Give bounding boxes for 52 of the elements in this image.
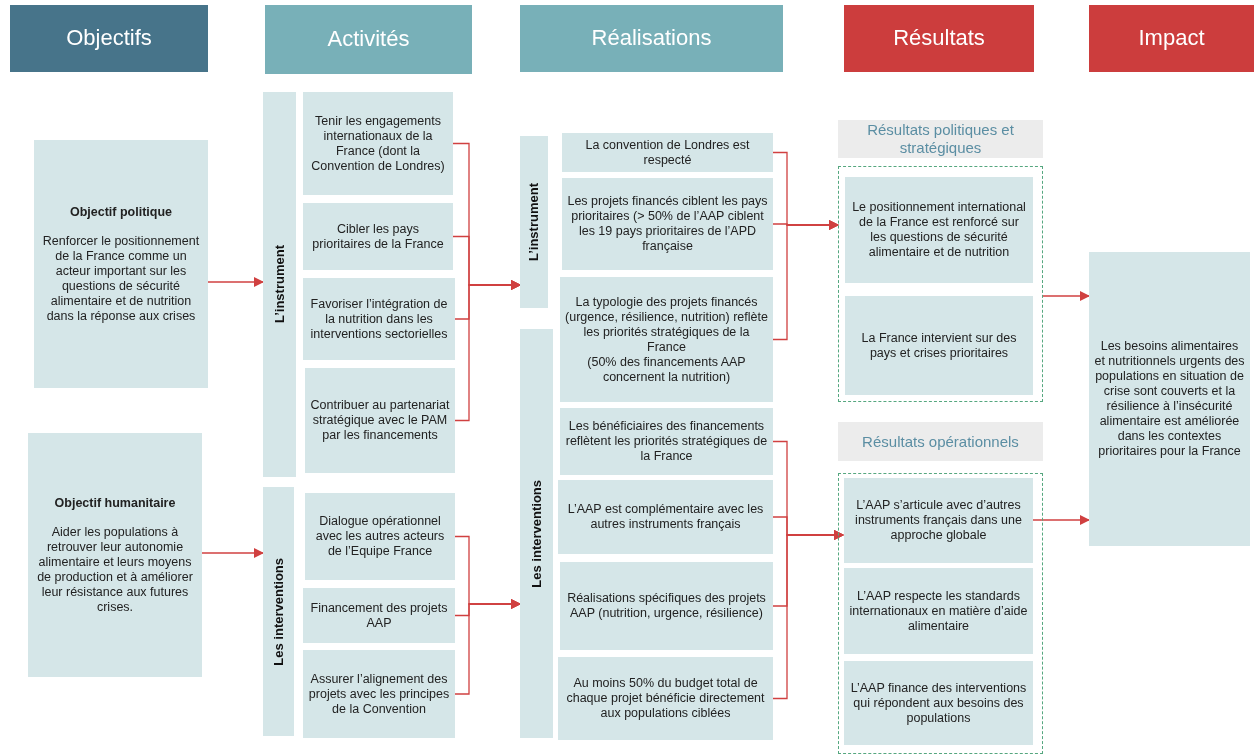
box-heading: Objectif humanitaire	[54, 495, 176, 511]
section-heading: Résultats politiques et stratégiques	[838, 120, 1043, 158]
box-text: (50% des financements AAP concernent la nutrition)	[586, 354, 747, 385]
category-bar	[263, 487, 294, 736]
category-bar	[520, 136, 548, 308]
text-box: Le positionnement international de la France est renforcé sur les questions de sécurité alimentaire et de nutrition	[845, 177, 1033, 283]
box-text: Aider les populations à retrouver leur autonomie alimentaire et leurs moyens de production et à améliorer leur résistance aux futures crises.	[36, 524, 194, 615]
text-box	[560, 277, 773, 402]
arrow	[201, 548, 264, 558]
dashed-group-box	[838, 473, 1043, 754]
box-heading: Objectif politique	[69, 204, 173, 220]
text-box: Tenir les engagements internationaux de la France (dont la Convention de Londres)	[303, 92, 453, 195]
bracket-arrow	[772, 530, 844, 700]
objective-box	[34, 140, 208, 388]
box-text: Renforcer le positionnement de la France comme un acteur important sur les questions de sécurité alimentaire et de nutrition dans la réponse aux crises	[41, 233, 201, 324]
section-heading: Résultats opérationnels	[838, 422, 1043, 461]
text-box: L’AAP est complémentaire avec les autres instruments français	[558, 480, 773, 554]
text-box: L’AAP respecte les standards internationaux en matière d’aide alimentaire	[844, 568, 1033, 654]
column-header: Réalisations	[520, 5, 783, 72]
text-box: Les projets financés ciblent les pays prioritaires (> 50% de l’AAP ciblent les 19 pays prioritaires de l’APD française	[562, 178, 773, 270]
dashed-group-box	[838, 166, 1043, 402]
column-header: Objectifs	[10, 5, 208, 72]
category-bar	[520, 329, 553, 738]
text-box: Les besoins alimentaires et nutritionnels urgents des populations en situation de crise sont couverts et la résilience à l’insécurité alimentaire est améliorée dans les contextes prioritaires pour la France	[1089, 252, 1250, 546]
category-bar	[263, 92, 296, 477]
text-box: Au moins 50% du budget total de chaque projet bénéficie directement aux populations ciblées	[558, 657, 773, 740]
column-header: Impact	[1089, 5, 1254, 72]
text-box: Réalisations spécifiques des projets AAP (nutrition, urgence, résilience)	[560, 562, 773, 650]
text-box: Financement des projets AAP	[303, 588, 455, 643]
text-box: La France intervient sur des pays et crises prioritaires	[845, 296, 1033, 395]
text-box: Cibler les pays prioritaires de la France	[303, 203, 453, 270]
text-box: La convention de Londres est respecté	[562, 133, 773, 172]
column-header: Activités	[265, 5, 472, 74]
arrow	[207, 277, 264, 287]
bracket-arrow	[772, 220, 839, 341]
arrow	[1042, 291, 1090, 301]
text-box: Dialogue opérationnel avec les autres acteurs de l’Equipe France	[305, 493, 455, 580]
bar-label: L’instrument	[271, 245, 288, 324]
bar-label: Les interventions	[270, 557, 287, 666]
bar-label: L’instrument	[526, 183, 542, 261]
objective-box	[28, 433, 202, 677]
column-header: Résultats	[844, 5, 1034, 72]
text-box: Assurer l’alignement des projets avec les principes de la Convention	[303, 650, 455, 738]
text-box: Contribuer au partenariat stratégique avec le PAM par les financements	[305, 368, 455, 473]
bar-label: Les interventions	[528, 479, 545, 588]
bracket-arrow	[454, 599, 521, 695]
text-box: Favoriser l’intégration de la nutrition dans les interventions sectorielles	[303, 278, 455, 360]
text-box: Les bénéficiaires des financements reflètent les priorités stratégiques de la France	[560, 408, 773, 475]
bracket-arrow	[454, 280, 521, 422]
text-box: L’AAP finance des interventions qui répondent aux besoins des populations	[844, 661, 1033, 745]
text-box: L’AAP s’articule avec d’autres instruments français dans une approche globale	[844, 478, 1033, 563]
box-heading: La typologie des projets financés (urgence, résilience, nutrition) reflète les priorités stratégiques de la France	[565, 294, 768, 355]
